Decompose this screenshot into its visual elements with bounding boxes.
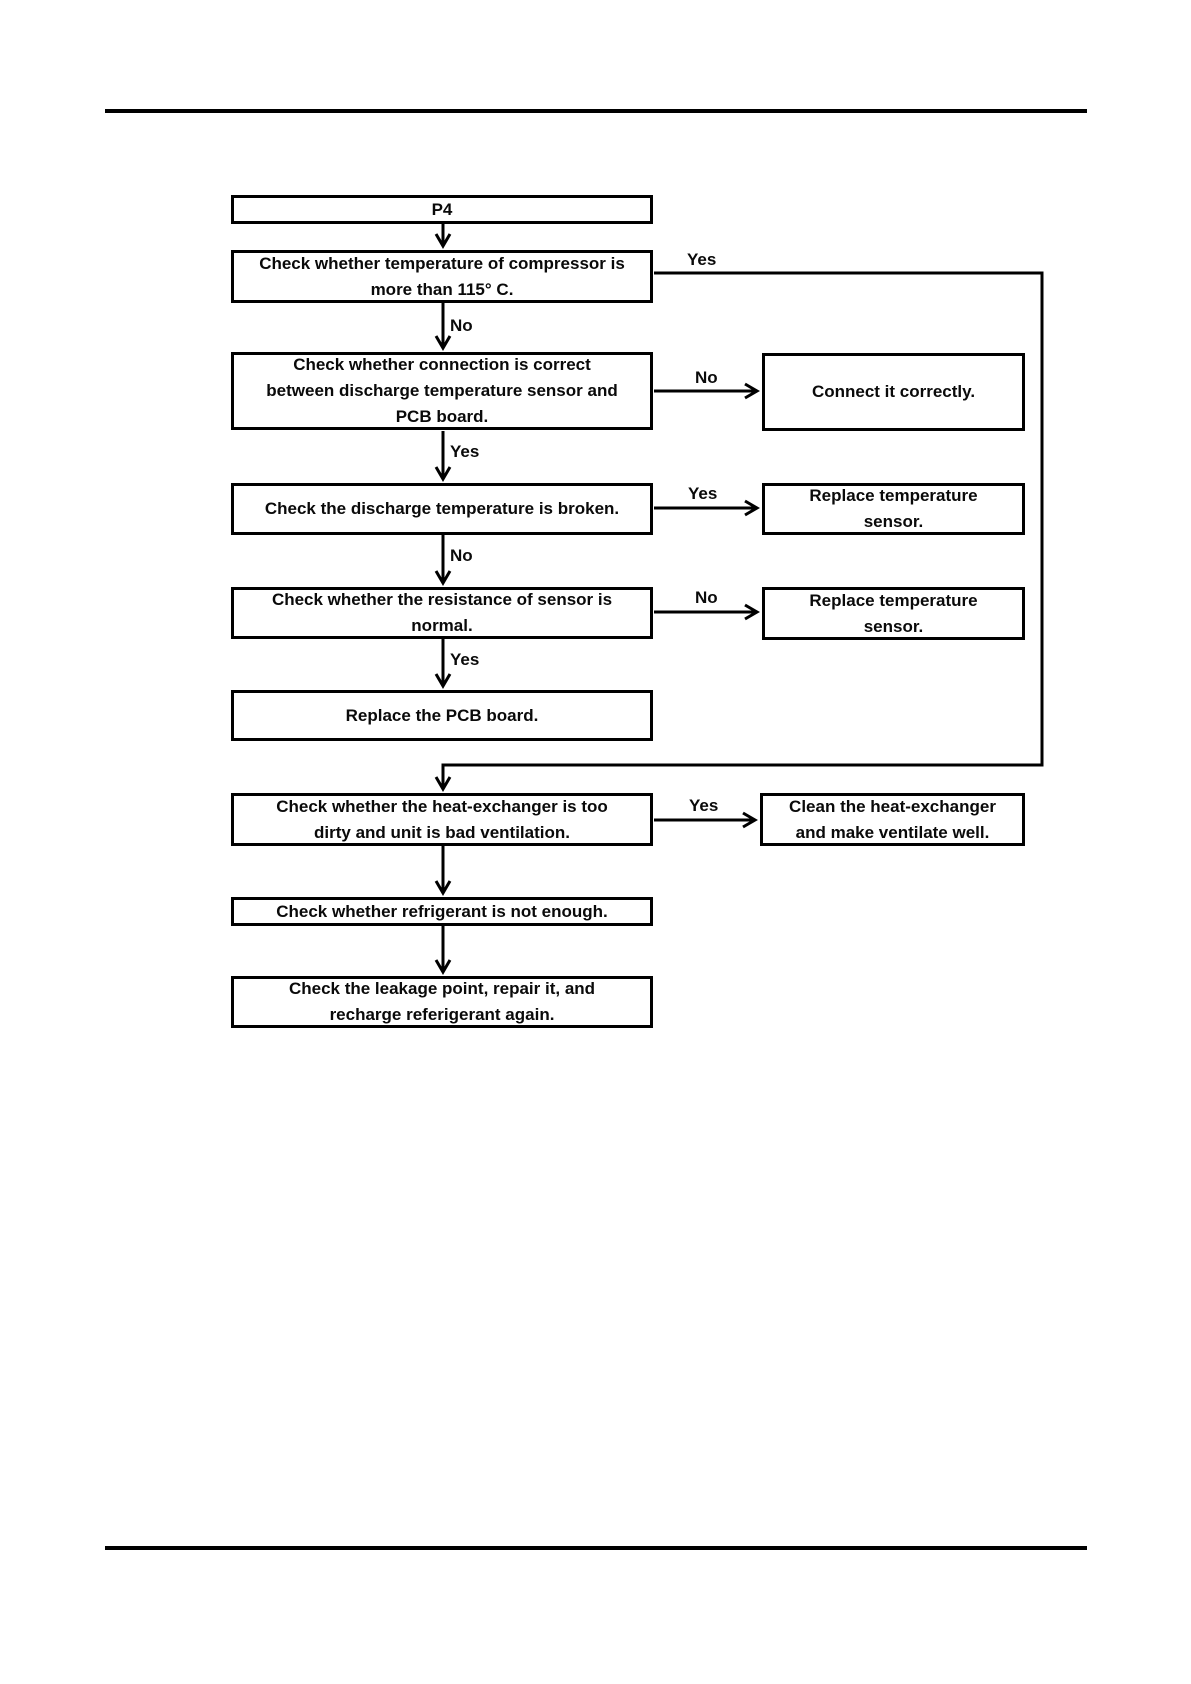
node-check-discharge-temp: Check the discharge temperature is broke… [231,483,653,535]
bottom-rule [105,1546,1087,1550]
node-clean-heat-exchanger: Clean the heat-exchanger and make ventil… [760,793,1025,846]
node-replace-temp-sensor-1: Replace temperature sensor. [762,483,1025,535]
node-replace-pcb-board: Replace the PCB board. [231,690,653,741]
edge-label-n6-yes: Yes [689,796,719,815]
node-entry-p4: P4 [231,195,653,224]
node-check-refrigerant: Check whether refrigerant is not enough. [231,897,653,926]
edge-label-n3-no: No [450,546,473,565]
node-connect-correctly: Connect it correctly. [762,353,1025,431]
edge-label-n1-no: No [450,316,473,335]
node-check-heat-exchanger: Check whether the heat-exchanger is too … [231,793,653,846]
node-check-compressor-temp: Check whether temperature of compressor … [231,250,653,303]
edge-label-n1-yes: Yes [687,250,717,269]
edge-label-n3-yes: Yes [688,484,718,503]
edge-label-n2-no: No [695,368,718,387]
edge-label-n4-yes: Yes [450,650,480,669]
node-replace-temp-sensor-2: Replace temperature sensor. [762,587,1025,640]
edge-n1-yes-feedback [434,271,1044,792]
node-check-connection: Check whether connection is correct betw… [231,352,653,430]
node-check-sensor-resistance: Check whether the resistance of sensor i… [231,587,653,639]
edge-label-n2-yes: Yes [450,442,480,461]
node-check-leakage-point: Check the leakage point, repair it, and … [231,976,653,1028]
edge-label-n4-no: No [695,588,718,607]
top-rule [105,109,1087,113]
